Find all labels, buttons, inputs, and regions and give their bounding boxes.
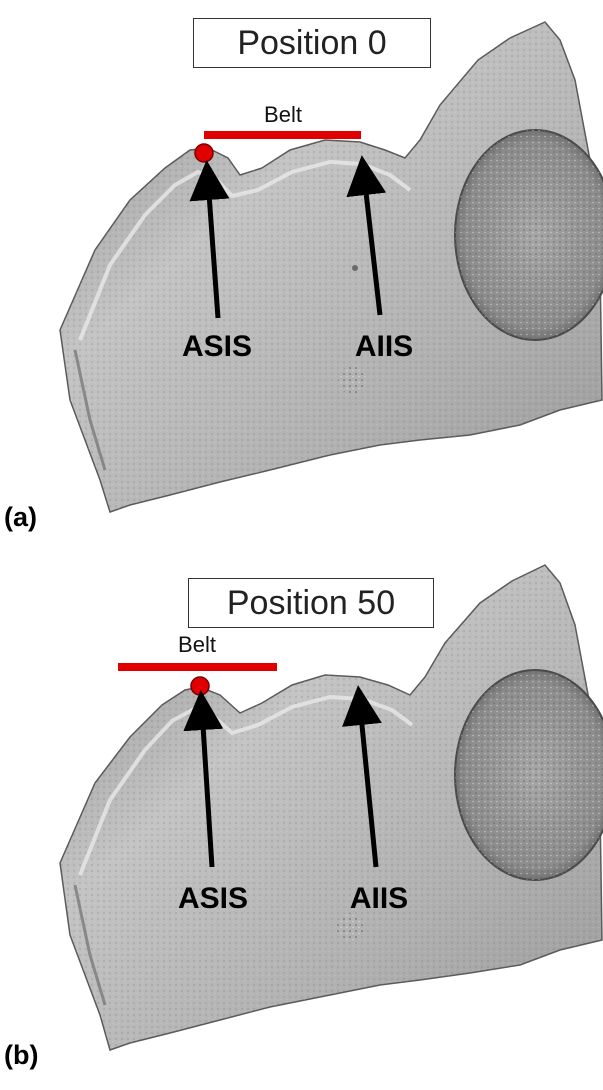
- asis-label: ASIS: [178, 882, 248, 915]
- aiis-arrow: [342, 685, 382, 868]
- surface-pit: [352, 265, 358, 271]
- acetabulum-texture: [455, 130, 603, 340]
- acetabulum-texture: [455, 670, 603, 880]
- aiis-label: AIIS: [350, 882, 408, 915]
- rim-shadow: [73, 349, 107, 471]
- pelvis-texture: [60, 565, 602, 1050]
- contact-marker: [190, 676, 210, 696]
- panel-b: Belt ASIS AIIS Position 50 (b): [0, 545, 603, 1090]
- rim-shadow: [73, 884, 107, 1006]
- panel-a: Belt ASIS AIIS Position 0 (a): [4, 18, 603, 532]
- surface-dimple: [336, 913, 364, 941]
- pelvis-texture: [60, 22, 602, 512]
- surface-dimple: [338, 366, 366, 394]
- contact-marker: [194, 143, 214, 163]
- belt-label: Belt: [264, 102, 302, 127]
- position-title: Position 0: [193, 18, 431, 68]
- bone-illustration: Belt ASIS AIIS: [59, 564, 603, 1051]
- aiis-label: AIIS: [355, 330, 413, 363]
- asis-label: ASIS: [182, 330, 252, 363]
- bone-illustration: Belt ASIS AIIS: [59, 21, 603, 513]
- asis-arrow: [189, 160, 230, 319]
- position-title: Position 50: [188, 578, 434, 628]
- aiis-arrow: [346, 155, 387, 316]
- panel-label: (b): [4, 1040, 39, 1070]
- belt-label: Belt: [178, 632, 216, 657]
- asis-arrow: [183, 690, 224, 868]
- panel-label: (a): [4, 502, 37, 532]
